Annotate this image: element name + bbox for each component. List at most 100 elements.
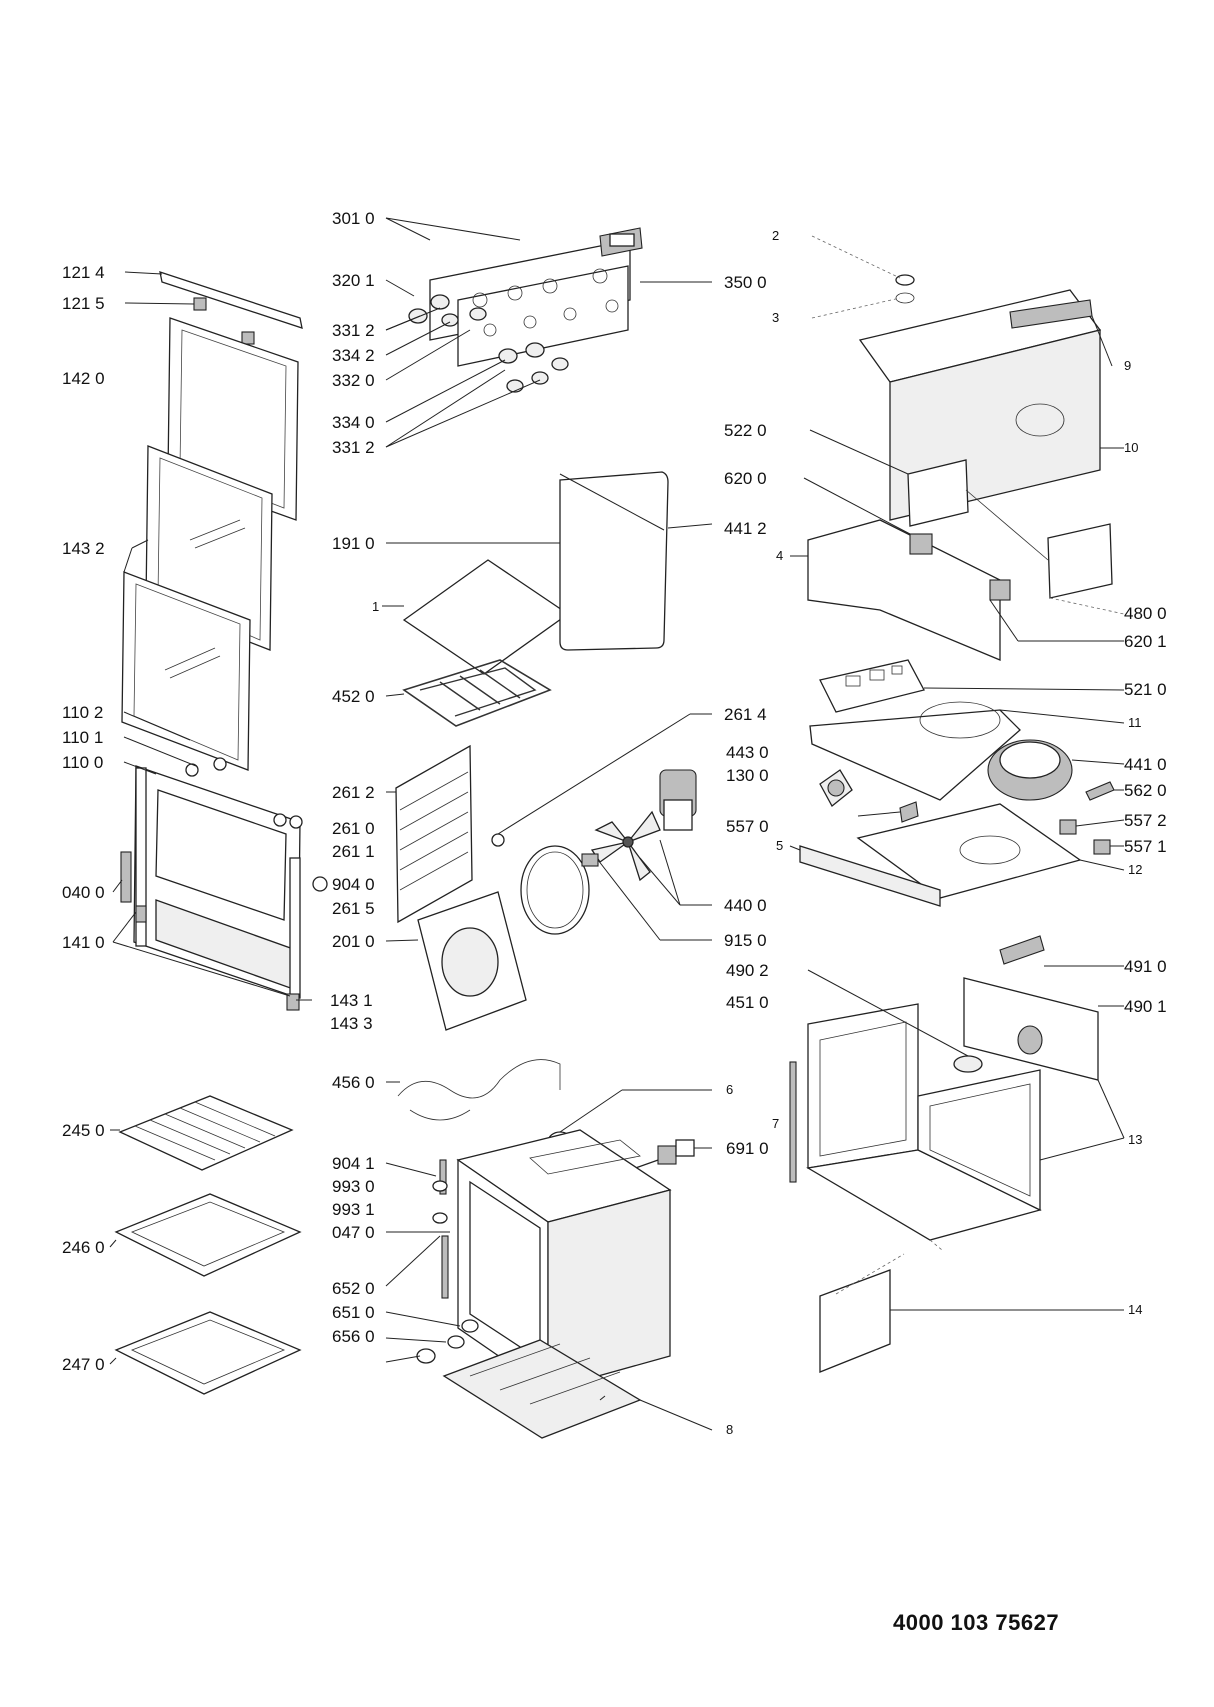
label-440-0: 440 0: [724, 896, 767, 915]
hinge-bracket: [135, 905, 147, 923]
label-620-0: 620 0: [724, 469, 767, 488]
label-334-0: 334 0: [332, 413, 375, 432]
cooling-fan-443: [819, 769, 853, 807]
label-191-0: 191 0: [332, 534, 375, 553]
label-4: 4: [776, 548, 783, 563]
label-143-3: 143 3: [330, 1014, 373, 1033]
circular-element: [520, 845, 590, 935]
label-490-2: 490 2: [726, 961, 769, 980]
label-652-0: 652 0: [332, 1279, 375, 1298]
label-110-0: 110 0: [62, 753, 103, 772]
label-261-0: 261 0: [332, 819, 375, 838]
grill-element: [402, 659, 552, 727]
label-557-2: 557 2: [1124, 811, 1167, 830]
label-557-0: 557 0: [726, 817, 769, 836]
bottom-element: [397, 1059, 561, 1099]
fan-motor: [659, 769, 697, 831]
fan-nut: [581, 853, 599, 867]
label-261-1: 261 1: [332, 842, 375, 861]
label-261-2: 261 2: [332, 783, 375, 802]
door-window: [155, 789, 287, 921]
side-strip-7: [789, 1061, 797, 1183]
label-7: 7: [772, 1116, 779, 1131]
door-clip-2: [241, 331, 255, 345]
thermostat-490-2: [953, 1055, 983, 1073]
label-110-1: 110 1: [62, 728, 103, 747]
door-top-trim: [159, 271, 303, 329]
label-110-2: 110 2: [62, 703, 103, 722]
label-13: 13: [1128, 1132, 1142, 1147]
oven-cavity: [416, 1129, 672, 1439]
side-runners: [395, 744, 473, 924]
control-panel-group: [408, 227, 643, 393]
label-245-0: 245 0: [62, 1121, 105, 1140]
bracket-4: [807, 519, 1001, 661]
connector-491: [999, 935, 1045, 965]
label-9: 9: [1124, 358, 1131, 373]
door-side-bar-right: [289, 857, 301, 999]
door-group: [120, 271, 303, 1011]
side-frame-right: [917, 1069, 1041, 1212]
side-frame-left: [807, 1003, 919, 1169]
label-143-1: 143 1: [330, 991, 373, 1010]
label-10: 10: [1124, 440, 1138, 455]
shelves-group: [114, 1095, 302, 1395]
label-246-0: 246 0: [62, 1238, 105, 1257]
board-480: [1047, 523, 1113, 599]
lower-right-group: [789, 977, 1099, 1373]
label-480-0: 480 0: [1124, 604, 1167, 623]
control-panel-rear: [457, 265, 629, 367]
label-441-0: 441 0: [1124, 755, 1167, 774]
runner-knob: [312, 876, 328, 892]
label-334-2: 334 2: [332, 346, 375, 365]
document-number: 4000 103 75627: [893, 1610, 1060, 1635]
board-521: [819, 659, 925, 713]
part-labels: 121 4 121 5 142 0 143 2 110 2 110 1 110 …: [62, 209, 1167, 1437]
upper-right-group: [799, 274, 1115, 965]
label-522-0: 522 0: [724, 421, 767, 440]
label-904-0: 904 0: [332, 875, 375, 894]
cover-plate-14: [819, 1269, 891, 1373]
label-047-0: 047 0: [332, 1223, 375, 1242]
label-620-1: 620 1: [1124, 632, 1167, 651]
label-562-0: 562 0: [1124, 781, 1167, 800]
interior-group: [312, 471, 697, 1171]
label-130-0: 130 0: [726, 766, 769, 785]
label-443-0: 443 0: [726, 743, 769, 762]
control-knobs: [408, 294, 569, 393]
runner-pin: [491, 833, 505, 847]
label-261-4: 261 4: [724, 705, 767, 724]
sensor-562: [1085, 781, 1115, 801]
label-904-1: 904 1: [332, 1154, 375, 1173]
door-clip: [193, 297, 207, 311]
label-656-0: 656 0: [332, 1327, 375, 1346]
label-691-0: 691 0: [726, 1139, 769, 1158]
label-491-0: 491 0: [1124, 957, 1167, 976]
label-141-0: 141 0: [62, 933, 105, 952]
deflector-11: [809, 709, 1021, 801]
label-993-0: 993 0: [332, 1177, 375, 1196]
label-320-1: 320 1: [332, 271, 375, 290]
label-5: 5: [776, 838, 783, 853]
label-201-0: 201 0: [332, 932, 375, 951]
label-261-5: 261 5: [332, 899, 375, 918]
deep-tray: [114, 1311, 302, 1395]
gasket-strip: [439, 1159, 447, 1195]
label-332-0: 332 0: [332, 371, 375, 390]
label-441-2: 441 2: [724, 519, 767, 538]
baking-tray: [114, 1193, 302, 1277]
top-plate: [402, 559, 570, 675]
label-6: 6: [726, 1082, 733, 1097]
switch-557-1: [1093, 839, 1111, 855]
clip-557-0: [899, 801, 919, 823]
label-521-0: 521 0: [1124, 680, 1167, 699]
label-121-5: 121 5: [62, 294, 105, 313]
hinge-bracket-2: [286, 993, 300, 1011]
label-452-0: 452 0: [332, 687, 375, 706]
label-8: 8: [726, 1422, 733, 1437]
label-2: 2: [772, 228, 779, 243]
label-142-0: 142 0: [62, 369, 105, 388]
label-14: 14: [1128, 1302, 1142, 1317]
board-522: [907, 459, 969, 527]
